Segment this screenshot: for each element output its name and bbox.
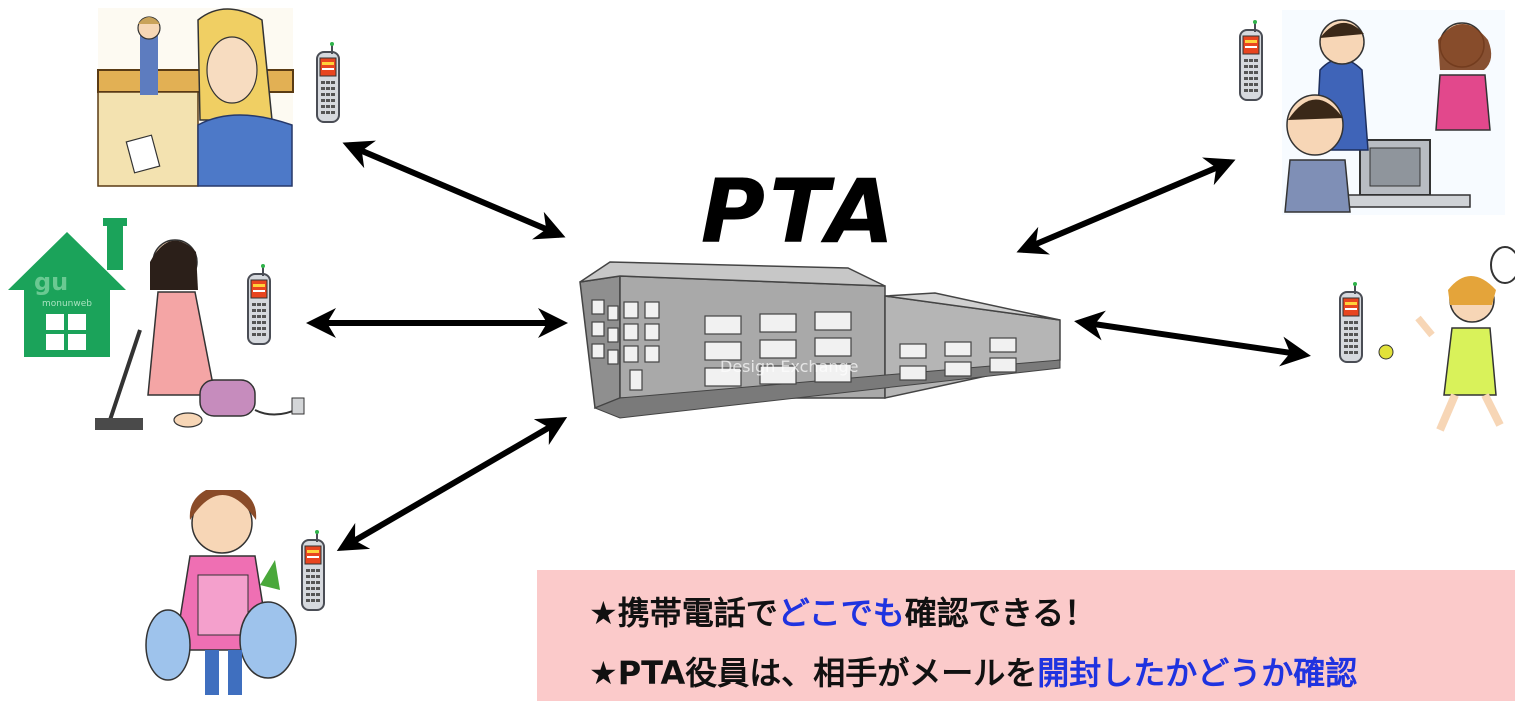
house-logo-text: gu	[34, 268, 68, 296]
school-building-icon: Design Exchange	[579, 261, 1061, 419]
double-arrow-icon	[342, 140, 566, 240]
mobile-phone-icon	[247, 263, 271, 345]
callout-line-2-highlight: 開封したかどうか確認	[1037, 654, 1358, 692]
counter-scene-illustration	[97, 8, 294, 187]
double-arrow-icon	[1016, 157, 1236, 255]
title-text: PTA	[700, 160, 899, 263]
mobile-phone-icon	[1339, 281, 1363, 363]
callout-line-2: ★PTA役員は、相手がメールを開封したかどうか確認	[589, 648, 1357, 694]
woman-vacuuming-illustration	[95, 239, 305, 430]
mobile-phone-icon	[316, 41, 340, 123]
diagram-title: PTA	[0, 160, 1515, 263]
double-arrow-icon	[1074, 310, 1311, 367]
callout-line-1-suffix: 確認できる！	[904, 594, 1097, 632]
callout-line-1-prefix: ★携帯電話で	[589, 594, 778, 632]
building-watermark: Design Exchange	[720, 357, 859, 376]
callout-line-1-highlight: どこでも	[777, 594, 905, 632]
shopping-woman-illustration	[145, 490, 297, 695]
callout-line-2-prefix: ★PTA役員は、相手がメールを	[589, 654, 1038, 692]
double-arrow-icon	[336, 416, 568, 552]
house-logo-subtext: monunweb	[42, 299, 92, 309]
office-workers-illustration	[1282, 10, 1505, 215]
tennis-girl-illustration	[1378, 246, 1515, 432]
mobile-phone-icon	[301, 529, 325, 611]
mobile-phone-icon	[1239, 19, 1263, 101]
callout-line-1: ★携帯電話でどこでも確認できる！	[589, 588, 1096, 634]
feature-callout-box: ★携帯電話でどこでも確認できる！ ★PTA役員は、相手がメールを開封したかどうか…	[537, 570, 1515, 701]
house-icon: gu monunweb	[8, 218, 127, 357]
